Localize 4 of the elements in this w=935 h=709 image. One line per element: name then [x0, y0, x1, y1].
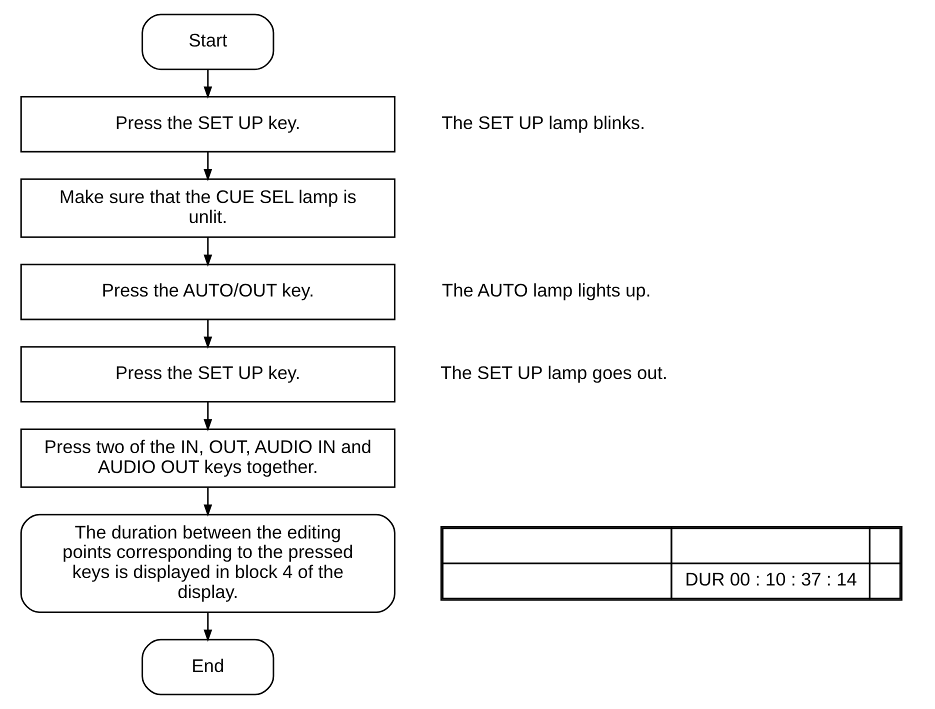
label: DUR 00 : 10 : 37 : 14	[685, 568, 857, 590]
node-label: The AUTO lamp lights up.	[442, 280, 651, 301]
node-label: The SET UP lamp goes out.	[440, 362, 668, 384]
node-label: The SET UP lamp blinks.	[442, 112, 646, 133]
